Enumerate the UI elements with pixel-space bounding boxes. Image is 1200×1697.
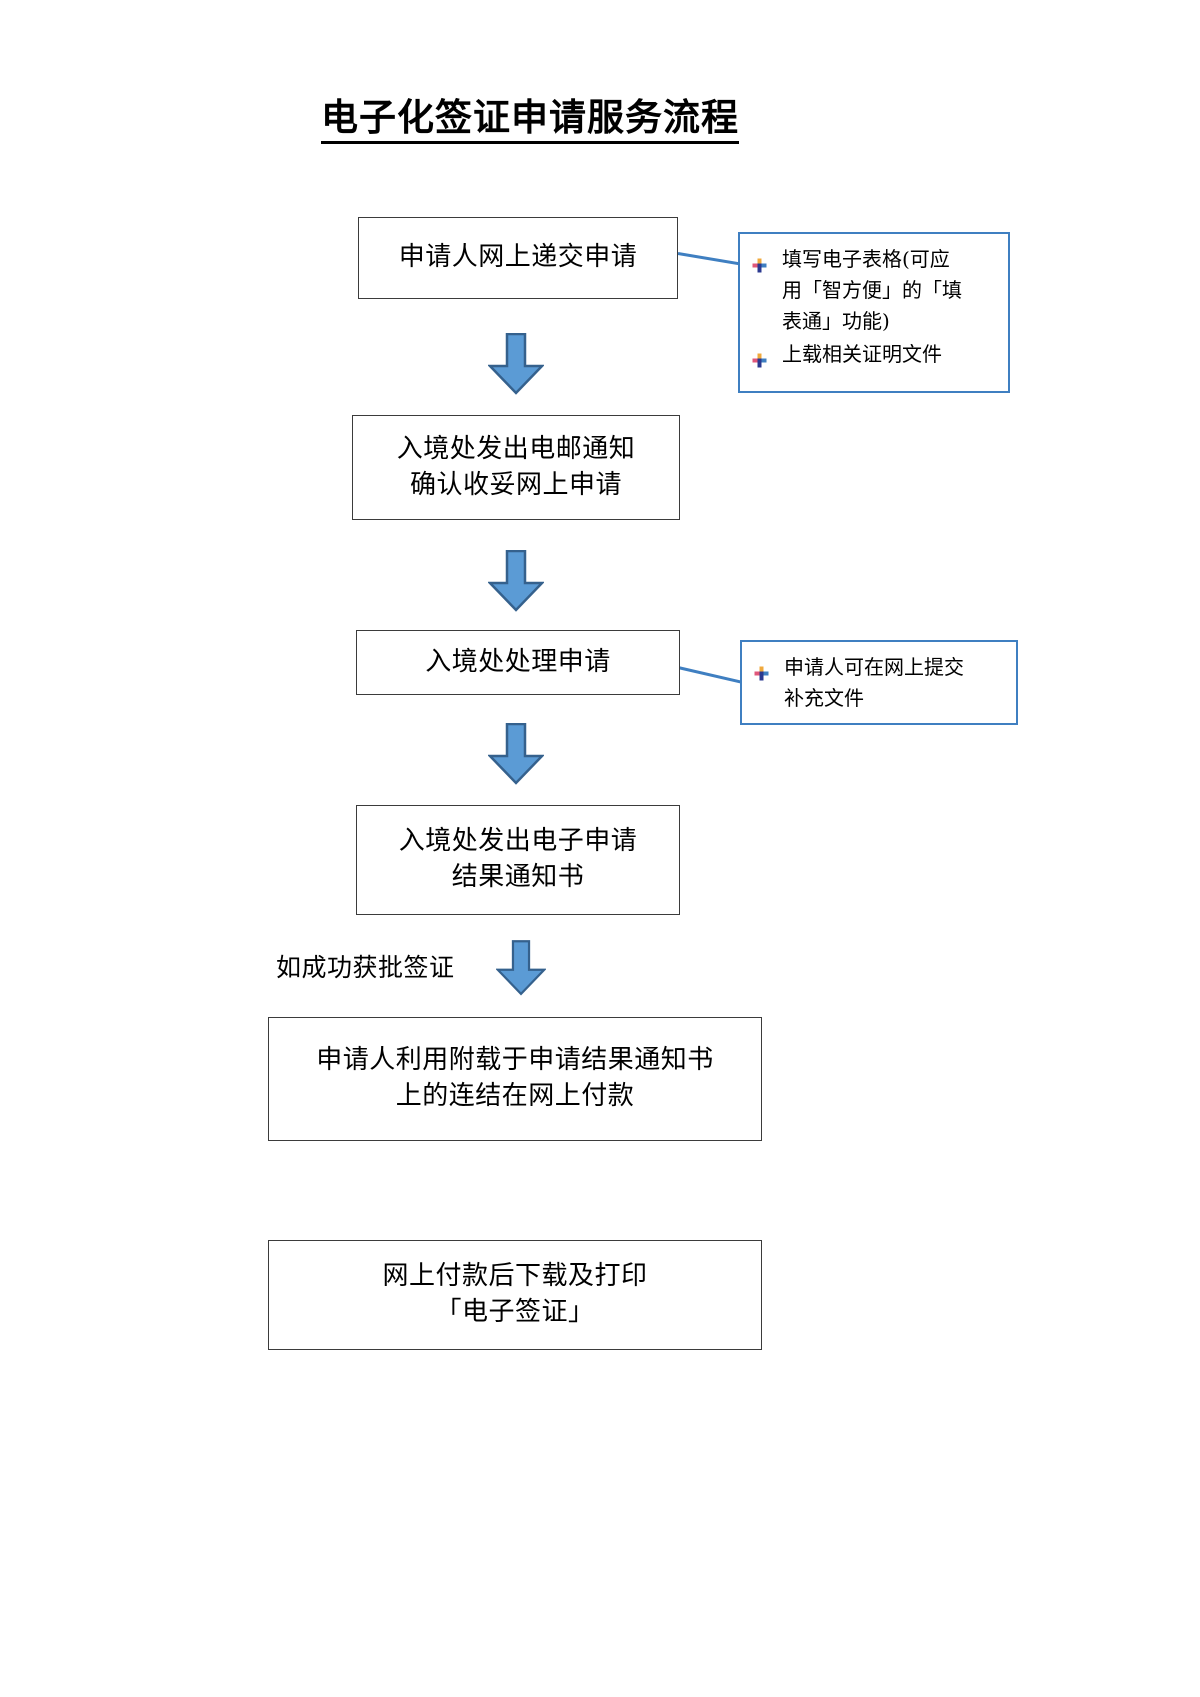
process-box-step-5: 申请人利用附载于申请结果通知书 上的连结在网上付款 <box>268 1017 762 1141</box>
process-box-step-2: 入境处发出电邮通知 确认收妥网上申请 <box>352 415 680 520</box>
down-arrow-4 <box>495 940 547 996</box>
callout-1-item-1: 填写电子表格(可应 用「智方便」的「填 表通」功能) <box>748 244 998 337</box>
down-arrow-3 <box>487 722 545 785</box>
callout-1-list: 填写电子表格(可应 用「智方便」的「填 表通」功能) 上载相关证明 <box>748 244 998 370</box>
sparkle-plus-bullet-icon <box>752 251 767 273</box>
process-box-step-6: 网上付款后下载及打印 「电子签证」 <box>268 1240 762 1350</box>
callout-box-1: 填写电子表格(可应 用「智方便」的「填 表通」功能) 上载相关证明 <box>738 232 1010 393</box>
step-6-line-1: 网上付款后下载及打印 <box>382 1261 648 1292</box>
callout-2-item-1-line-2: 补充文件 <box>784 686 864 710</box>
step-5-line-2: 上的连结在网上付款 <box>395 1081 635 1111</box>
callout-2-list: 申请人可在网上提交 补充文件 <box>750 652 1006 714</box>
callout-2-item-1-line-1: 申请人可在网上提交 <box>784 655 964 679</box>
step-6-line-2: 「电子签证」 <box>435 1297 595 1327</box>
sparkle-plus-bullet-icon <box>754 659 769 681</box>
step-3-line-1: 入境处处理申请 <box>425 646 611 677</box>
sparkle-plus-bullet-icon <box>752 346 767 368</box>
page-title: 电子化签证申请服务流程 <box>0 94 1060 144</box>
step-2-line-2: 确认收妥网上申请 <box>409 469 622 500</box>
callout-1-item-1-text: 填写电子表格(可应 用「智方便」的「填 表通」功能) <box>782 244 998 337</box>
callout-1-item-1-line-3: 表通」功能) <box>782 309 890 333</box>
down-arrow-1 <box>487 332 545 395</box>
callout-1-item-2-line-1: 上载相关证明文件 <box>782 342 942 366</box>
callout-box-2: 申请人可在网上提交 补充文件 <box>740 640 1018 725</box>
callout-1-item-1-line-2: 用「智方便」的「填 <box>782 278 962 302</box>
callout-1-item-1-line-1: 填写电子表格(可应 <box>782 247 950 271</box>
process-box-step-1: 申请人网上递交申请 <box>358 217 678 299</box>
step-5-line-1: 申请人利用附载于申请结果通知书 <box>316 1045 714 1076</box>
step-4-line-1: 入境处发出电子申请 <box>398 826 638 857</box>
callout-1-item-2-text: 上载相关证明文件 <box>782 339 998 370</box>
callout-2-item-1-text: 申请人可在网上提交 补充文件 <box>784 652 1006 714</box>
step-1-line-1: 申请人网上递交申请 <box>398 242 638 273</box>
condition-label: 如成功获批签证 <box>276 953 455 982</box>
down-arrow-2 <box>487 549 545 612</box>
page-title-text: 电子化签证申请服务流程 <box>321 95 739 144</box>
step-4-line-2: 结果通知书 <box>451 862 585 892</box>
step-2-line-1: 入境处发出电邮通知 <box>396 433 636 464</box>
process-box-step-3: 入境处处理申请 <box>356 630 680 695</box>
process-box-step-4: 入境处发出电子申请 结果通知书 <box>356 805 680 915</box>
callout-2-item-1: 申请人可在网上提交 补充文件 <box>750 652 1006 714</box>
callout-1-item-2: 上载相关证明文件 <box>748 339 998 370</box>
